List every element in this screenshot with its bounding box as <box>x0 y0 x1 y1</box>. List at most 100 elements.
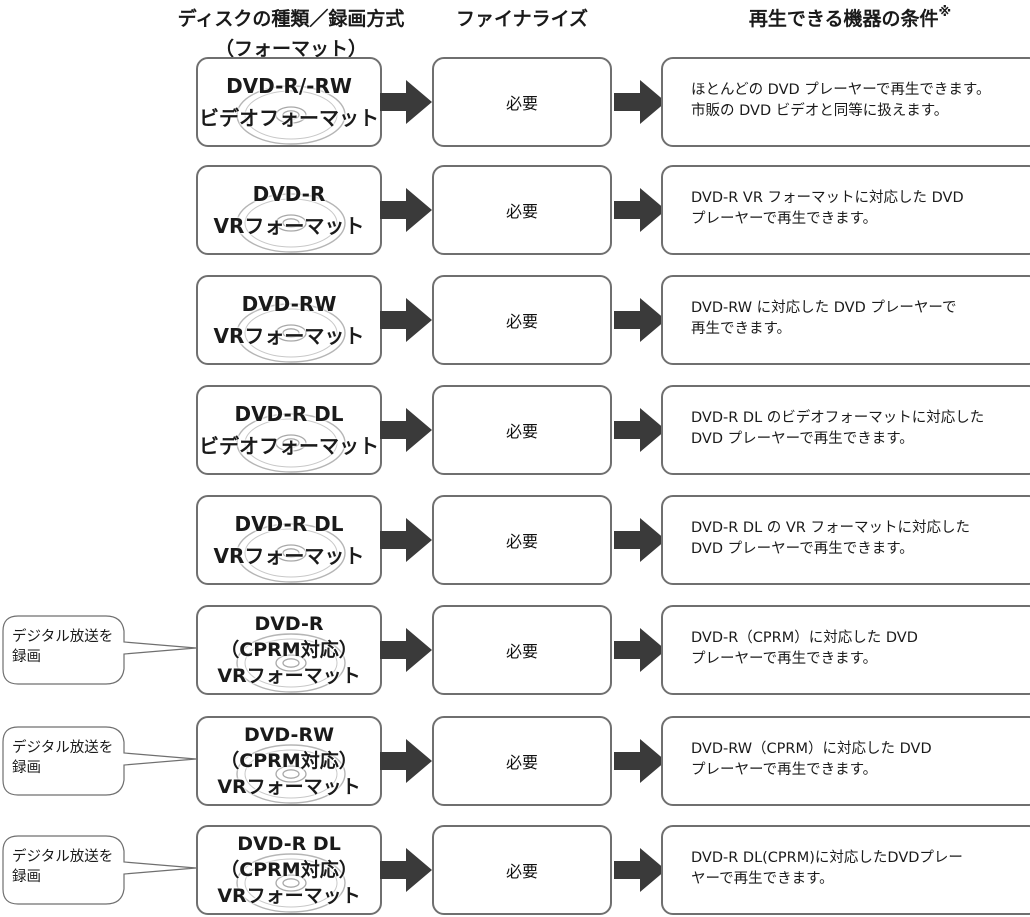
disc-icon <box>236 523 346 583</box>
footnote-mark: ※ <box>938 5 952 20</box>
callout-line1: デジタル放送を <box>12 740 114 756</box>
format-row: DVD-R/-RW ビデオフォーマット 必要 ほとんどの DVD プレーヤーで再生… <box>0 57 1030 149</box>
condition-line: DVD-R DL の VR フォーマットに対応した <box>691 520 970 536</box>
disc-type-line: DVD-R <box>254 613 324 635</box>
disc-icon <box>236 744 346 804</box>
finalize-value: 必要 <box>505 202 538 221</box>
condition-line: プレーヤーで再生できます。 <box>691 762 878 778</box>
arrow-right-icon <box>614 298 666 342</box>
disc-type-line: DVD-R/-RW <box>226 74 352 98</box>
callout-text: デジタル放送を 録画 <box>12 738 113 778</box>
disc-type-header-line2: （フォーマット） <box>214 38 367 60</box>
condition-line: DVD プレーヤーで再生できます。 <box>691 541 914 557</box>
disc-type-line: VRフォーマット <box>213 324 365 348</box>
finalize-value: 必要 <box>505 642 538 661</box>
disc-type-line: （CPRM対応） <box>220 859 358 881</box>
arrow-right-icon <box>380 518 432 562</box>
callout-text: デジタル放送を 録画 <box>12 847 113 887</box>
condition-line: ヤーで再生できます。 <box>691 871 834 887</box>
condition-line: DVD-R DL(CPRM)に対応したDVDプレー <box>691 850 963 866</box>
finalize-value: 必要 <box>505 532 538 551</box>
condition-line: DVD-R VR フォーマットに対応した DVD <box>691 190 964 206</box>
disc-type-line: VRフォーマット <box>213 214 365 238</box>
disc-type-box: DVD-R/-RW ビデオフォーマット <box>196 57 382 147</box>
arrow-right-icon <box>614 188 666 232</box>
condition-line: プレーヤーで再生できます。 <box>691 211 878 227</box>
finalize-box: 必要 <box>432 57 612 147</box>
arrow-right-icon <box>614 408 666 452</box>
condition-box: DVD-R DL のビデオフォーマットに対応した DVD プレーヤーで再生できま… <box>661 385 1030 475</box>
disc-type-line: DVD-RW <box>243 724 335 746</box>
finalize-value: 必要 <box>505 753 538 772</box>
disc-type-line: DVD-RW <box>241 292 337 316</box>
arrow-right-icon <box>380 628 432 672</box>
disc-type-label: DVD-R/-RW ビデオフォーマット <box>198 59 380 145</box>
arrow-right-icon <box>380 80 432 124</box>
arrow-right-icon <box>614 628 666 672</box>
condition-box: DVD-RW に対応した DVD プレーヤーで 再生できます。 <box>661 275 1030 365</box>
finalize-value: 必要 <box>505 422 538 441</box>
finalize-box: 必要 <box>432 385 612 475</box>
finalize-box: 必要 <box>432 275 612 365</box>
callout-line2: 録画 <box>12 649 41 665</box>
disc-type-line: DVD-R DL <box>237 833 341 855</box>
arrow-right-icon <box>614 518 666 562</box>
finalize-box: 必要 <box>432 825 612 915</box>
disc-type-line: DVD-R <box>252 182 326 206</box>
disc-type-box: DVD-R DL（CPRM対応）VRフォーマット <box>196 825 382 915</box>
arrow-right-icon <box>380 848 432 892</box>
finalize-value: 必要 <box>505 862 538 881</box>
disc-type-header-line1: ディスクの種類／録画方式 <box>177 8 405 30</box>
disc-type-line: ビデオフォーマット <box>199 434 379 458</box>
disc-type-box: DVD-R（CPRM対応）VRフォーマット <box>196 605 382 695</box>
condition-box: DVD-R DL の VR フォーマットに対応した DVD プレーヤーで再生でき… <box>661 495 1030 585</box>
format-row: DVD-RW VRフォーマット 必要 DVD-RW に対応した DVD プレーヤー… <box>0 275 1030 367</box>
disc-type-box: DVD-RW（CPRM対応）VRフォーマット <box>196 716 382 806</box>
condition-line: 再生できます。 <box>691 321 792 337</box>
condition-line: DVD-R DL のビデオフォーマットに対応した <box>691 410 985 426</box>
speech-bubble-icon <box>2 726 197 796</box>
arrow-right-icon <box>614 80 666 124</box>
finalize-box: 必要 <box>432 165 612 255</box>
format-row: DVD-R（CPRM対応）VRフォーマット 必要 DVD-R（CPRM）に対応し… <box>0 605 1030 697</box>
condition-box: DVD-R VR フォーマットに対応した DVD プレーヤーで再生できます。 <box>661 165 1030 255</box>
condition-line: 市販の DVD ビデオと同等に扱えます。 <box>691 103 949 119</box>
finalize-value: 必要 <box>505 312 538 331</box>
disc-type-box: DVD-RW VRフォーマット <box>196 275 382 365</box>
format-row: DVD-R DL（CPRM対応）VRフォーマット 必要 DVD-R DL(CPR… <box>0 825 1030 917</box>
callout-line1: デジタル放送を <box>12 849 114 865</box>
condition-box: DVD-R（CPRM）に対応した DVD プレーヤーで再生できます。 <box>661 605 1030 695</box>
disc-type-label: DVD-R（CPRM対応）VRフォーマット <box>198 607 380 693</box>
condition-line: ほとんどの DVD プレーヤーで再生できます。 <box>691 82 991 98</box>
disc-type-line: VRフォーマット <box>217 665 361 687</box>
disc-type-line: （CPRM対応） <box>220 750 358 772</box>
conditions-header-text: 再生できる機器の条件 <box>748 8 939 30</box>
finalize-header: ファイナライズ <box>455 8 589 30</box>
condition-box: DVD-R DL(CPRM)に対応したDVDプレー ヤーで再生できます。 <box>661 825 1030 915</box>
disc-type-label: DVD-RW VRフォーマット <box>198 277 380 363</box>
callout-text: デジタル放送を 録画 <box>12 627 113 667</box>
disc-type-label: DVD-R VRフォーマット <box>198 167 380 253</box>
condition-line: DVD-RW（CPRM）に対応した DVD <box>691 741 932 757</box>
speech-bubble-icon <box>2 615 197 685</box>
disc-type-line: VRフォーマット <box>213 544 365 568</box>
disc-type-line: DVD-R DL <box>234 402 344 426</box>
disc-type-label: DVD-R DL ビデオフォーマット <box>198 387 380 473</box>
disc-type-label: DVD-R DL（CPRM対応）VRフォーマット <box>198 827 380 913</box>
condition-line: DVD-RW に対応した DVD プレーヤーで <box>691 300 957 316</box>
condition-line: DVD プレーヤーで再生できます。 <box>691 431 914 447</box>
disc-type-box: DVD-R DL ビデオフォーマット <box>196 385 382 475</box>
disc-icon <box>236 633 346 693</box>
finalize-box: 必要 <box>432 716 612 806</box>
format-row: DVD-R DL ビデオフォーマット 必要 DVD-R DL のビデオフォーマット… <box>0 385 1030 477</box>
finalize-value: 必要 <box>505 94 538 113</box>
condition-box: ほとんどの DVD プレーヤーで再生できます。 市販の DVD ビデオと同等に扱… <box>661 57 1030 147</box>
condition-box: DVD-RW（CPRM）に対応した DVD プレーヤーで再生できます。 <box>661 716 1030 806</box>
disc-icon <box>236 303 346 363</box>
conditions-header: 再生できる機器の条件※ <box>700 4 1000 34</box>
disc-type-line: ビデオフォーマット <box>199 106 379 130</box>
format-row: DVD-RW（CPRM対応）VRフォーマット 必要 DVD-RW（CPRM）に対… <box>0 716 1030 808</box>
